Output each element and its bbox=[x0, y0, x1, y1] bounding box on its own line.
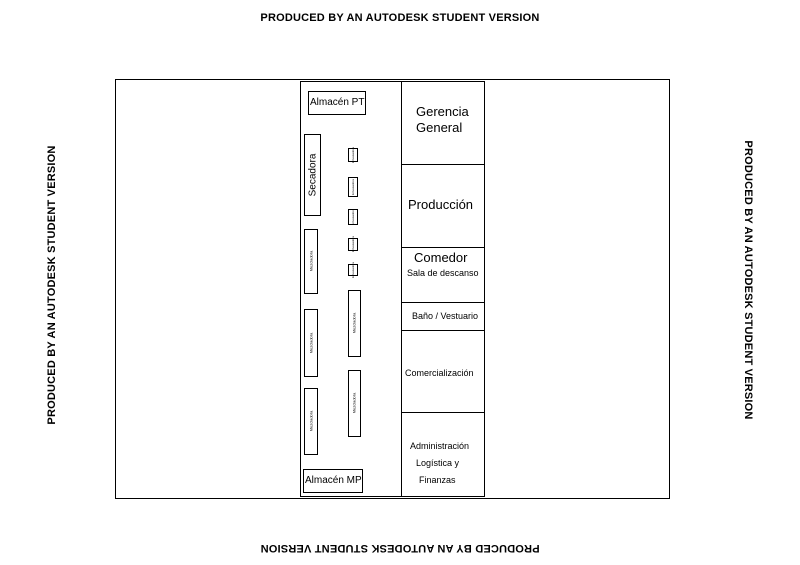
mezcladora-left bbox=[304, 229, 318, 294]
room-administracion: Administración Logística y Finanzas bbox=[410, 438, 469, 489]
small-machine-label: Envasadora bbox=[351, 208, 355, 226]
watermark-bottom: PRODUCED BY AN AUTODESK STUDENT VERSION bbox=[260, 542, 540, 554]
small-machine-label: Envasadora bbox=[351, 261, 355, 279]
small-machine-label: Envasadora bbox=[351, 146, 355, 164]
room-admin-line1: Administración bbox=[410, 441, 470, 451]
room-divider bbox=[401, 247, 485, 248]
mezcladora-left bbox=[304, 309, 318, 377]
almacen-pt-label: Almacén PT bbox=[310, 97, 365, 108]
room-divider bbox=[401, 330, 485, 331]
plant-layout bbox=[300, 81, 485, 497]
room-gerencia-line2: General bbox=[416, 120, 463, 135]
small-machine bbox=[348, 264, 358, 276]
secadora-label: Secadora bbox=[307, 153, 319, 197]
mezcladora-label: Mezcladora bbox=[351, 392, 357, 414]
small-machine-label: Envasadora bbox=[351, 178, 355, 196]
small-machine bbox=[348, 209, 358, 225]
room-admin-line2: Logística y bbox=[416, 458, 460, 468]
almacen-mp bbox=[303, 469, 363, 493]
mezcladora-left bbox=[304, 388, 318, 455]
almacen-pt bbox=[308, 91, 366, 115]
mezcladora-label: Mezcladora bbox=[308, 410, 314, 432]
room-gerencia: Gerencia General bbox=[416, 104, 469, 136]
mezcladora-label: Mezcladora bbox=[351, 312, 357, 334]
room-admin-line3: Finanzas bbox=[419, 475, 456, 485]
small-machine bbox=[348, 238, 358, 251]
room-produccion: Producción bbox=[408, 197, 474, 212]
small-machine bbox=[348, 148, 358, 162]
room-comercializacion: Comercialización bbox=[405, 368, 474, 378]
mezcladora-label: Mezcladora bbox=[308, 250, 314, 272]
almacen-mp-label: Almacén MP bbox=[305, 475, 362, 486]
watermark-top: PRODUCED BY AN AUTODESK STUDENT VERSION bbox=[260, 12, 540, 24]
secadora bbox=[304, 134, 321, 216]
mezcladora-label: Mezcladora bbox=[308, 332, 314, 354]
room-bano-vestuario: Baño / Vestuario bbox=[412, 311, 479, 321]
small-machine bbox=[348, 177, 358, 197]
room-divider bbox=[401, 164, 485, 165]
room-gerencia-line1: Gerencia bbox=[416, 104, 469, 119]
watermark-left: PRODUCED BY AN AUTODESK STUDENT VERSION bbox=[46, 145, 58, 425]
small-machine-label: Envasadora bbox=[351, 235, 355, 253]
mezcladora-right bbox=[348, 290, 361, 357]
room-sala-descanso: Sala de descanso bbox=[407, 268, 479, 278]
room-divider bbox=[401, 302, 485, 303]
plant-divider bbox=[401, 81, 402, 497]
mezcladora-right bbox=[348, 370, 361, 437]
watermark-right: PRODUCED BY AN AUTODESK STUDENT VERSION bbox=[742, 140, 754, 420]
room-divider bbox=[401, 412, 485, 413]
room-comedor: Comedor bbox=[414, 250, 468, 265]
